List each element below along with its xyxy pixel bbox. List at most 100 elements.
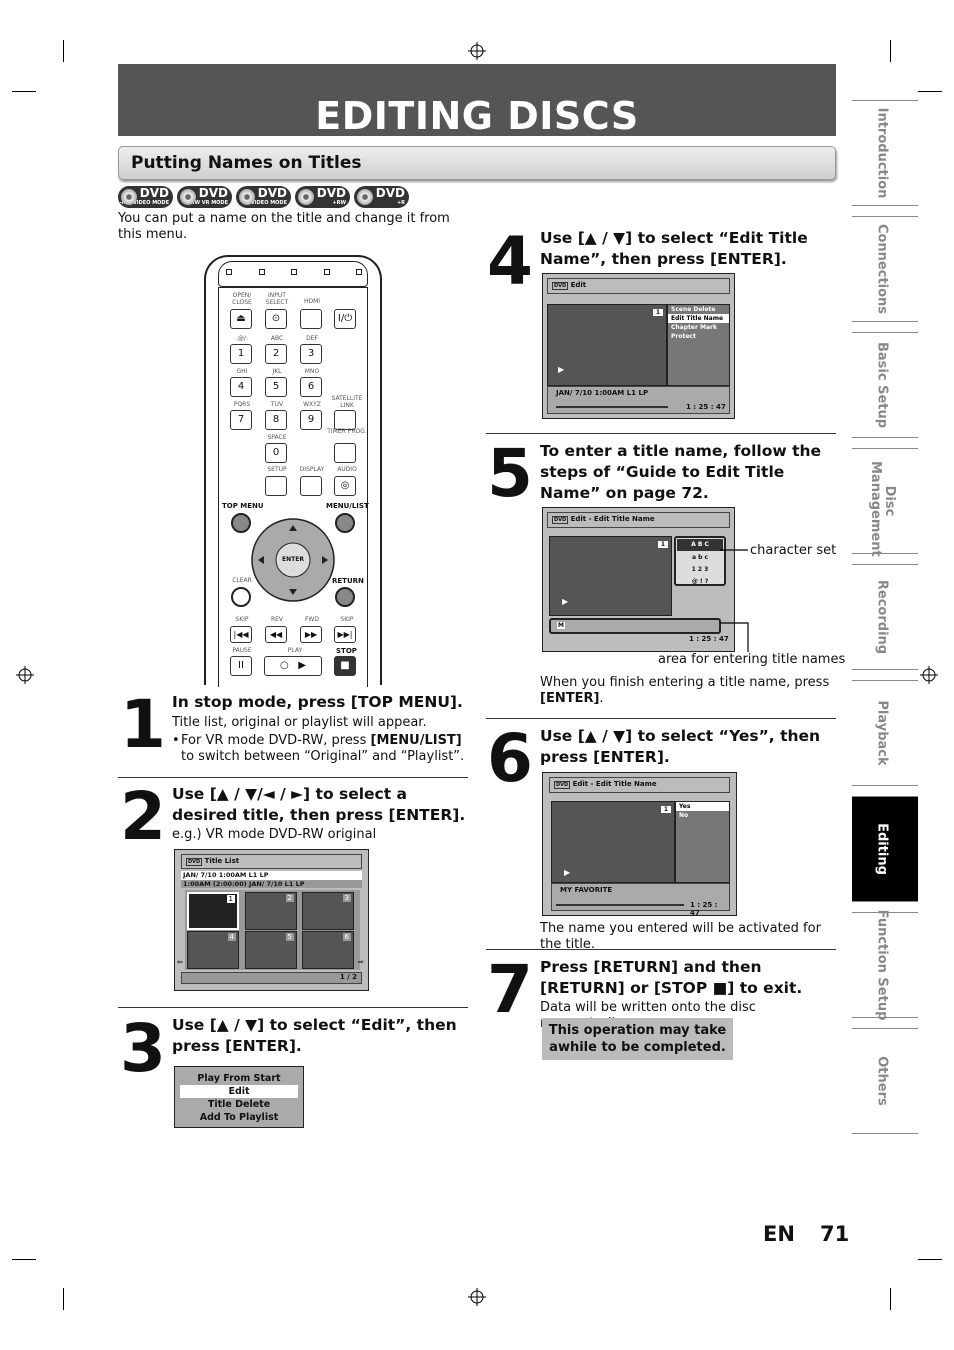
- number-8-button[interactable]: 8: [265, 410, 287, 430]
- remote-label: TOP MENU: [222, 502, 264, 510]
- step-text: The name you entered will be activated f…: [540, 921, 821, 952]
- callout-label: area for entering title names: [658, 652, 846, 667]
- section-header: Putting Names on Titles: [118, 146, 836, 180]
- tab-introduction[interactable]: Introduction: [852, 100, 918, 206]
- setup-button[interactable]: [265, 476, 287, 496]
- popup-menu-item-selected[interactable]: Edit: [180, 1085, 298, 1098]
- popup-menu-item[interactable]: Title Delete: [207, 1099, 271, 1110]
- menu-item-selected[interactable]: Edit Title Name: [668, 314, 729, 323]
- step-text: When you finish entering a title name, p…: [540, 675, 830, 706]
- rewind-button[interactable]: ◀◀: [265, 626, 287, 643]
- remote-label: SKIP: [340, 616, 354, 623]
- remote-label: RETURN: [332, 577, 364, 585]
- skip-back-button[interactable]: |◀◀: [230, 626, 252, 643]
- crop-mark: [890, 1288, 891, 1310]
- play-button[interactable]: ○ ▶: [264, 656, 322, 676]
- fast-forward-button[interactable]: ▶▶: [300, 626, 322, 643]
- direction-pad[interactable]: [250, 517, 336, 603]
- title-info-row: JAN/ 7/10 1:00AM L1 LP: [181, 871, 362, 880]
- remote-label: AUDIO: [337, 466, 357, 473]
- title-thumbnail[interactable]: 4: [187, 931, 239, 969]
- menu-item[interactable]: No: [679, 812, 689, 819]
- tab-playback[interactable]: Playback: [852, 680, 918, 786]
- menu-list-button[interactable]: [335, 513, 355, 533]
- remote-label: PQRS: [233, 401, 251, 408]
- skip-forward-button[interactable]: ▶▶|: [334, 626, 356, 643]
- input-select-button[interactable]: ⊙: [265, 309, 287, 329]
- number-2-button[interactable]: 2: [265, 344, 287, 364]
- step-heading: Use [▲ / ▼] to select “Yes”, then press …: [540, 727, 821, 766]
- timer-prog-button[interactable]: [334, 443, 356, 463]
- play-icon: ▶: [558, 365, 565, 374]
- character-set-grid[interactable]: A B C a b c 1 2 3 @ ! ?: [674, 536, 726, 586]
- section-title: Putting Names on Titles: [131, 153, 362, 173]
- number-4-button[interactable]: 4: [230, 377, 252, 397]
- audio-button[interactable]: ◎: [334, 476, 356, 496]
- remote-label: TIMER PROG.: [327, 428, 367, 435]
- remote-label: DEF: [306, 335, 318, 342]
- number-0-button[interactable]: 0: [265, 443, 287, 463]
- display-button[interactable]: [300, 476, 322, 496]
- dvd-plus-r-logo: DVD+R: [354, 186, 409, 208]
- menu-item[interactable]: Protect: [671, 333, 696, 340]
- registration-mark-icon: [920, 666, 938, 684]
- popup-menu-item[interactable]: Add To Playlist: [199, 1112, 279, 1123]
- number-1-button[interactable]: 1: [230, 344, 252, 364]
- clear-button[interactable]: [231, 587, 251, 607]
- tab-editing[interactable]: Editing: [852, 796, 918, 902]
- note-box: This operation may take awhile to be com…: [542, 1018, 733, 1060]
- tab-disc-management[interactable]: Disc Management: [852, 448, 918, 557]
- step-heading: Use [▲ / ▼/◄ / ►] to select a desired ti…: [172, 785, 466, 824]
- number-5-button[interactable]: 5: [265, 377, 287, 397]
- tab-basic-setup[interactable]: Basic Setup: [852, 332, 918, 438]
- number-3-button[interactable]: 3: [300, 344, 322, 364]
- power-button[interactable]: I/⏻: [334, 309, 356, 329]
- number-6-button[interactable]: 6: [300, 377, 322, 397]
- step-number: 3: [120, 1010, 166, 1087]
- remote-label: REV: [270, 616, 284, 623]
- step-text: Title list, original or playlist will ap…: [172, 715, 427, 730]
- registration-mark-icon: [468, 1288, 486, 1306]
- menu-item-selected[interactable]: Yes: [676, 802, 729, 811]
- number-9-button[interactable]: 9: [300, 410, 322, 430]
- top-menu-button[interactable]: [231, 513, 251, 533]
- title-thumbnail[interactable]: 6: [302, 931, 354, 969]
- remote-label: SPACE: [267, 434, 287, 441]
- enter-button[interactable]: ENTER: [282, 556, 304, 563]
- title-thumbnail[interactable]: 1: [187, 892, 239, 930]
- title-thumbnail[interactable]: 3: [302, 892, 354, 930]
- title-name-input[interactable]: M: [549, 618, 721, 634]
- tab-connections[interactable]: Connections: [852, 216, 918, 322]
- preview-pane: 1 ▶: [551, 801, 675, 883]
- page-number: 71: [820, 1222, 850, 1246]
- open-close-button[interactable]: ⏏: [230, 309, 252, 329]
- return-button[interactable]: [335, 587, 355, 607]
- pause-button[interactable]: II: [230, 656, 252, 676]
- step-number: 1: [120, 686, 166, 763]
- progress-area: JAN/ 7/10 1:00AM L1 LP 1 : 25 : 47: [547, 386, 730, 414]
- confirm-screen: DVD Edit - Edit Title Name 1 ▶ Yes No MY…: [542, 772, 737, 917]
- remote-label: SATELLITE LINK: [331, 395, 363, 409]
- title-thumbnail[interactable]: 5: [245, 931, 297, 969]
- popup-menu-item[interactable]: Play From Start: [197, 1073, 281, 1084]
- preview-pane: 1 ▶: [547, 304, 667, 386]
- screen-header: DVD Title List: [181, 854, 362, 869]
- number-7-button[interactable]: 7: [230, 410, 252, 430]
- step-number: 7: [487, 951, 533, 1028]
- remote-label: STOP: [336, 647, 357, 655]
- divider: [486, 433, 836, 434]
- menu-item[interactable]: Chapter Mark: [671, 324, 717, 331]
- crop-mark: [918, 91, 942, 92]
- confirm-menu: Yes No: [675, 801, 730, 883]
- remote-label: SETUP: [267, 466, 287, 473]
- tab-recording[interactable]: Recording: [852, 564, 918, 670]
- remote-label: MENU/LIST: [326, 502, 369, 510]
- tab-others[interactable]: Others: [852, 1028, 918, 1134]
- tab-function-setup[interactable]: Function Setup: [852, 910, 918, 1020]
- menu-item[interactable]: Scene Delete: [671, 306, 716, 313]
- satellite-link-button[interactable]: [334, 410, 356, 430]
- stop-button[interactable]: ■: [334, 656, 356, 676]
- hdmi-button[interactable]: [300, 309, 322, 329]
- remote-label: HDMI: [303, 298, 321, 305]
- title-thumbnail[interactable]: 2: [245, 892, 297, 930]
